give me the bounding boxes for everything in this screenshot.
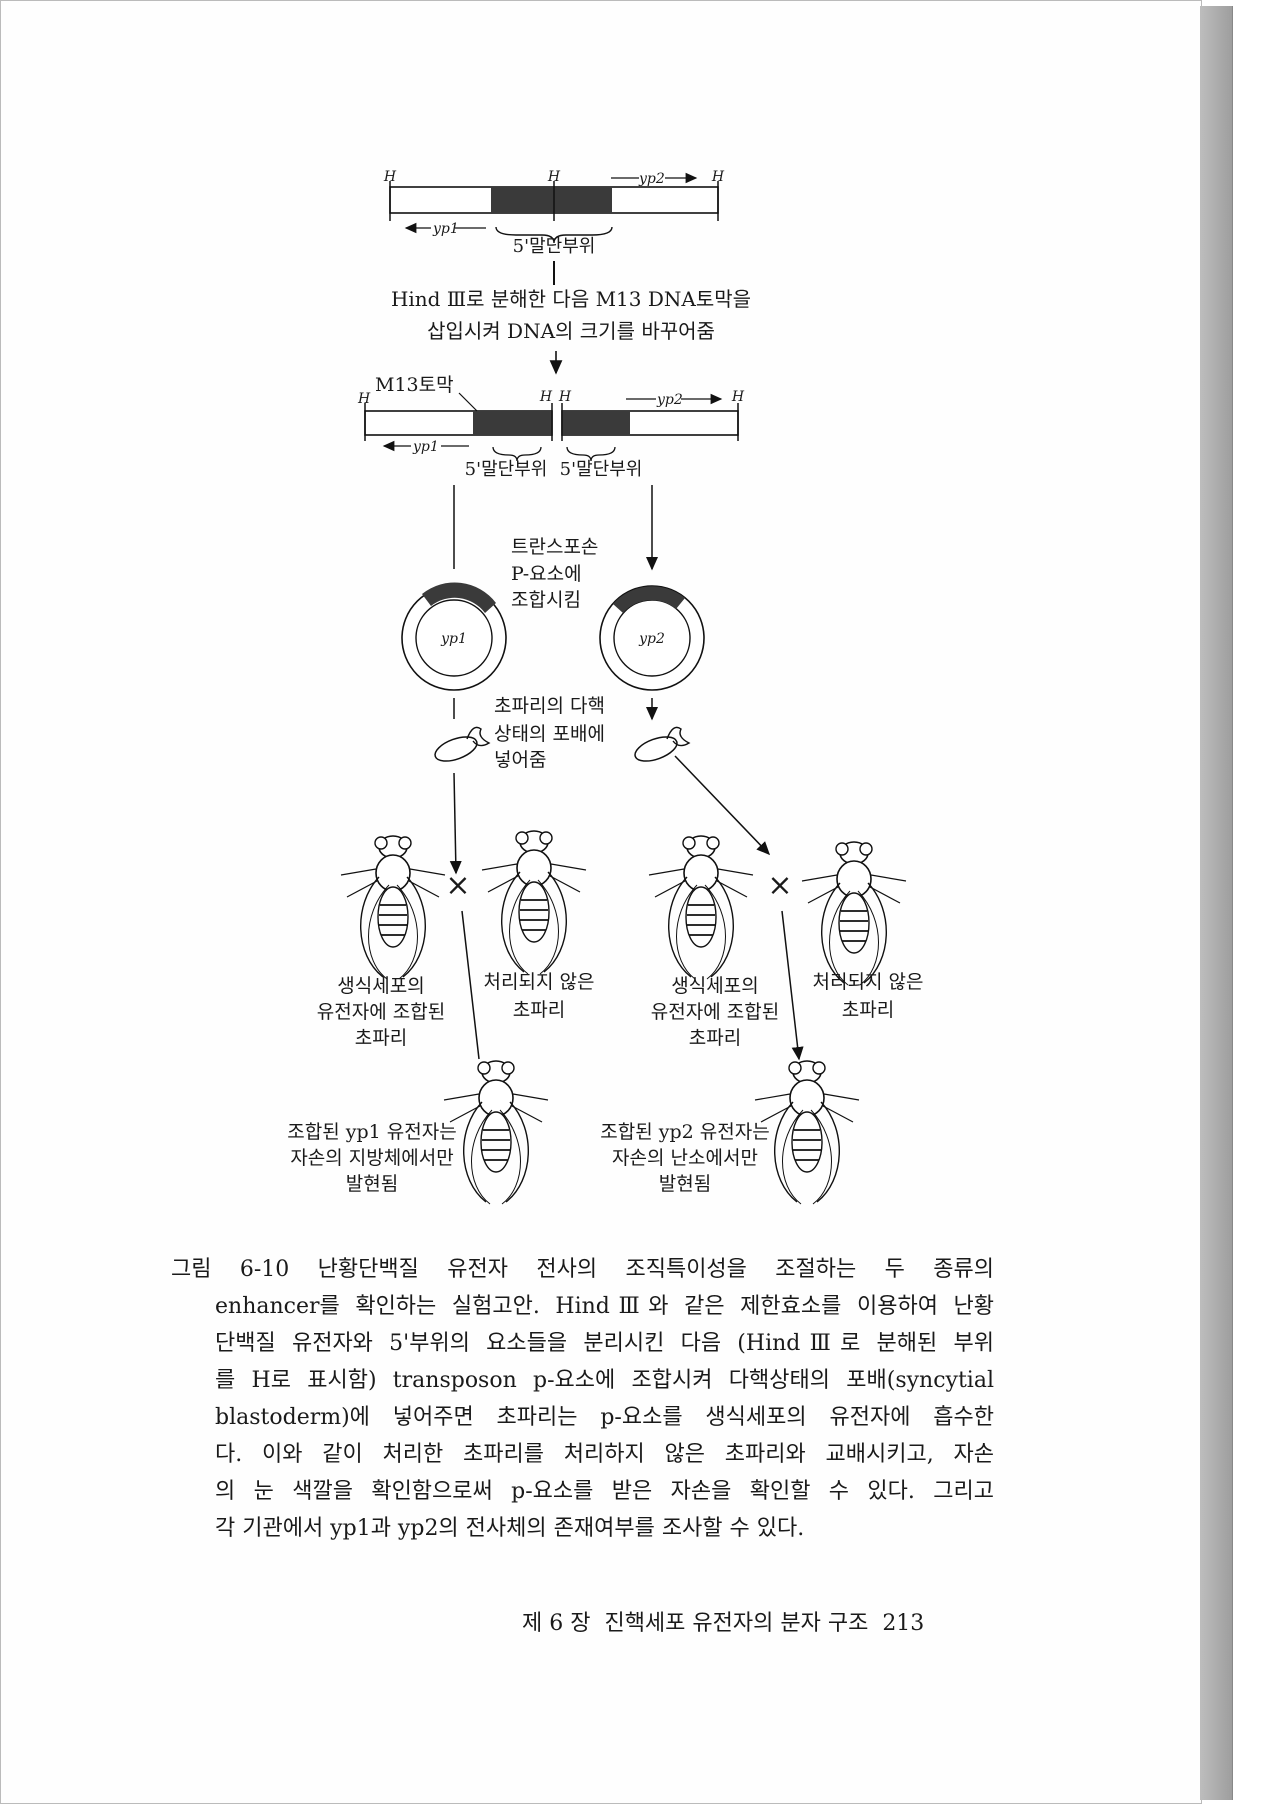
result-label: 발현됨 [345,1173,399,1195]
step3-line: 상태의 포배에 [494,723,605,745]
cross-label: 초파리 [354,1027,408,1049]
result-label: 자손의 지방체에서만 [290,1147,454,1169]
fly-transformed-yp1 [340,835,446,980]
book-page: H H H yp2 yp1 5'말단부위 Hind Ⅲ로 분해한 다음 M13 … [0,0,1202,1804]
cross-label: 유전자에 조합된 [316,1001,446,1023]
h-site-label: H [539,389,553,405]
result-label: 조합된 yp1 유전자는 [287,1121,457,1143]
yp1-label: yp1 [433,221,459,237]
h-site-label: H [547,169,561,185]
cross-label: 유전자에 조합된 [650,1001,780,1023]
fly-offspring-yp2 [754,1060,860,1205]
fly-untreated-right [801,841,907,986]
step3-line: 초파리의 다핵 [494,695,605,717]
cross-label: 생식세포의 [337,975,425,997]
caption-line: blastoderm)에 넣어주면 초파리는 p-요소를 생식세포의 유전자에 … [215,1405,994,1430]
caption-line: 단백질 유전자와 5'부위의 요소들을 분리시킨 다음 (HindⅢ로 분해된 … [215,1331,994,1356]
yp2-label: yp2 [657,392,683,408]
h-site-label: H [711,169,725,185]
h-site-label: H [558,389,572,405]
fly-offspring-yp1 [443,1060,549,1205]
step1-line: 삽입시켜 DNA의 크기를 바꾸어줌 [427,319,715,343]
yp2-label: yp2 [639,171,665,187]
fly-transformed-yp2 [648,835,754,980]
cross-label: 생식세포의 [671,975,759,997]
cross-label: 초파리 [512,999,566,1021]
caption-line: 다. 이와 같이 처리한 초파리를 처리하지 않은 초파리와 교배시키고, 자손 [215,1442,994,1467]
step2-line: 조합시킴 [511,589,581,611]
region-label-left: 5'말단부위 [464,459,548,480]
h-site-label: H [731,389,745,405]
cross-label: 초파리 [688,1027,742,1049]
page-footer: 제 6 장 진핵세포 유전자의 분자 구조 213 [522,1605,924,1637]
plasmid-label: yp1 [441,631,467,647]
cross-label: 처리되지 않은 [812,971,924,993]
h-site-label: H [383,169,397,185]
caption-line: enhancer를 확인하는 실험고안. HindⅢ와 같은 제한효소를 이용하… [215,1294,994,1319]
step2-line: 트란스포손 [511,536,599,558]
page-edge [1200,6,1233,1800]
second-dna-map [364,393,739,569]
top-dna-map [389,178,719,375]
cross-symbol: × [767,868,793,903]
h-site-label: H [358,391,371,407]
caption-line: 를 H로 표시함) transposon p-요소에 조합시켜 다핵상태의 포배… [215,1368,994,1393]
plasmid-label: yp2 [639,631,665,647]
plasmid-yp2 [599,585,705,691]
figure-caption: 그림 6-10 난황단백질 유전자 전사의 조직특이성을 조절하는 두 종류의 … [171,1251,994,1547]
result-label: 발현됨 [658,1173,712,1195]
caption-line: 각 기관에서 yp1과 yp2의 전사체의 존재여부를 조사할 수 있다. [215,1516,805,1541]
plasmid-yp1 [401,582,507,691]
fly-untreated-left [481,830,587,975]
m13-label: M13토막 [375,374,454,396]
step3-line: 넣어줌 [494,749,547,771]
chapter-title: 제 6 장 진핵세포 유전자의 분자 구조 [522,1611,869,1636]
result-label: 조합된 yp2 유전자는 [600,1121,770,1143]
embryo-right [634,726,691,762]
step2-line: P-요소에 [511,563,582,585]
diagram-graphics [340,1,907,1205]
result-label: 자손의 난소에서만 [612,1147,758,1169]
caption-line: 그림 6-10 난황단백질 유전자 전사의 조직특이성을 조절하는 두 종류의 [171,1257,994,1282]
caption-line: 의 눈 색깔을 확인함으로써 p-요소를 받은 자손을 확인할 수 있다. 그리… [215,1479,994,1504]
region-label-right: 5'말단부위 [559,459,643,480]
figure-6-10: H H H yp2 yp1 5'말단부위 Hind Ⅲ로 분해한 다음 M13 … [1,1,1201,1221]
embryo-left [434,726,491,762]
region-label: 5'말단부위 [512,236,596,257]
cross-label: 초파리 [841,999,895,1021]
yp1-label: yp1 [413,439,439,455]
page-number: 213 [882,1611,925,1636]
step1-line: Hind Ⅲ로 분해한 다음 M13 DNA토막을 [390,287,752,311]
cross-symbol: × [445,868,471,903]
cross-label: 처리되지 않은 [483,971,595,993]
